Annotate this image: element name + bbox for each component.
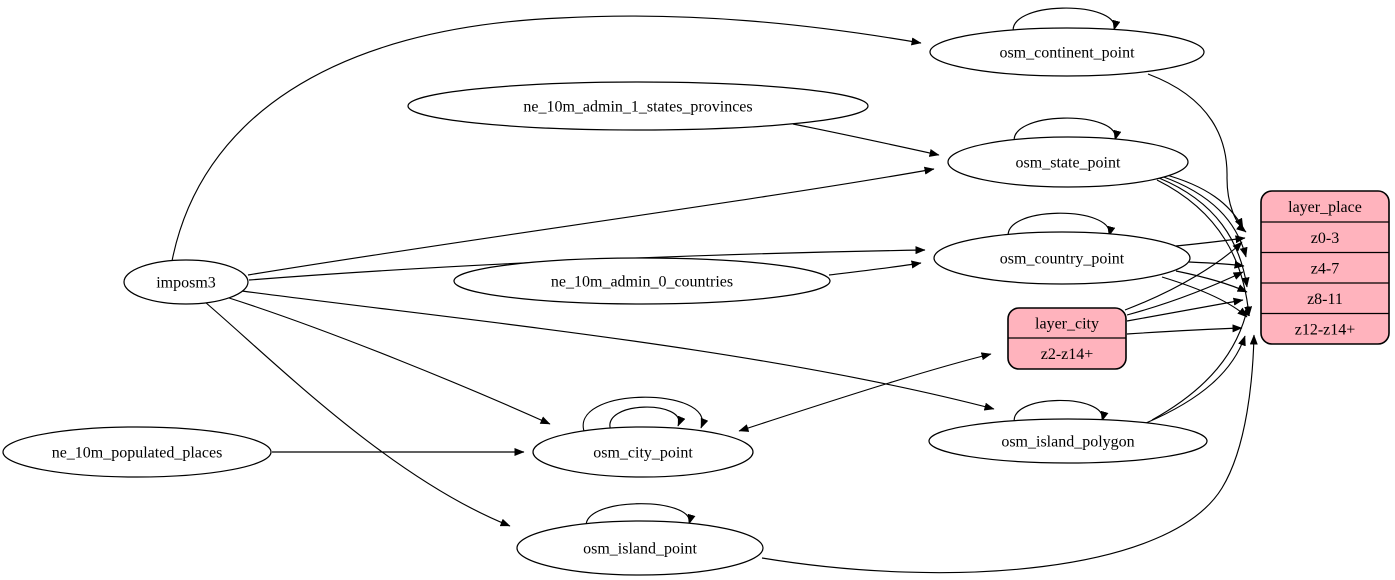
edge-layer_city--layer_place:z0-3 [1124, 241, 1243, 311]
record-row-layer_place-z8-11: z8-11 [1307, 291, 1343, 308]
edge-layer_city--layer_place:z8-11 [1126, 297, 1244, 322]
node-label-ne_10m_populated_places: ne_10m_populated_places [52, 445, 223, 462]
record-layer_place: layer_place z0-3 z4-7 z8-11 z12-z14+ [1260, 190, 1390, 345]
edge-osm_state_point--layer_place:z0-3 [1162, 173, 1244, 229]
edge-osm_state_point--layer_place:z8-11 [1158, 177, 1250, 288]
edge-imposm3--osm_continent_point [171, 15, 922, 262]
node-imposm3: imposm3 [123, 259, 249, 305]
node-label-osm_city_point: osm_city_point [593, 445, 693, 462]
node-label-osm_continent_point: osm_continent_point [999, 45, 1135, 62]
edge-layer_city--layer_place:z12-z14+ [1126, 324, 1243, 335]
edge-osm_country_point--layer_place:z0-3 [1175, 235, 1246, 247]
edge-osm_island_polygon--layer_place:z12-z14+ [1145, 335, 1246, 424]
edge-ne_10m_admin_0_countries--osm_country_point [828, 260, 922, 276]
self-loop-osm_island_point [585, 503, 696, 531]
node-ne_10m_admin_0_countries: ne_10m_admin_0_countries [453, 257, 831, 305]
record-layer_city: layer_city z2-z14+ [1007, 307, 1127, 370]
node-shape-osm_island_point [516, 520, 764, 576]
edge-osm_country_point--layer_place:z4-7 [1188, 260, 1245, 269]
edge-osm_country_point--layer_place:z8-11 [1175, 270, 1248, 293]
node-label-ne_10m_admin_0_countries: ne_10m_admin_0_countries [551, 274, 733, 291]
self-loop-osm_continent_point [1012, 7, 1121, 36]
self-loop-osm_country_point [1007, 212, 1116, 241]
record-row-layer_place-z0-3: z0-3 [1311, 230, 1339, 247]
node-shape-ne_10m_admin_0_countries [453, 257, 831, 305]
edge-layer_city--layer_place:z4-7 [1126, 271, 1244, 316]
node-label-osm_island_point: osm_island_point [583, 541, 697, 558]
edge-imposm3--osm_island_point [204, 301, 511, 527]
node-shape-osm_island_polygon [928, 418, 1208, 464]
node-label-imposm3: imposm3 [156, 275, 216, 292]
edge-osm_city_point--layer_city:z2-z14+ [738, 352, 992, 432]
edge-imposm3--osm_state_point [247, 166, 935, 276]
edge-imposm3--osm_island_polygon [241, 290, 995, 411]
node-label-osm_island_polygon: osm_island_polygon [1001, 434, 1134, 451]
edge-osm_island_point--layer_place:z12-z14+ [761, 334, 1258, 574]
edge-osm_country_point--layer_place:z12-z14+ [1161, 276, 1248, 318]
node-osm_continent_point: osm_continent_point [929, 27, 1205, 77]
self-loop-osm_state_point [1013, 117, 1122, 146]
node-shape-ne_10m_admin_1_states_provinces [407, 81, 869, 131]
node-shape-ne_10m_populated_places [2, 426, 272, 478]
edge-ne_10m_admin_1_states_provinces--osm_state_point [792, 123, 940, 157]
node-osm_island_point: osm_island_point [516, 520, 764, 576]
self-loop-osm_city_point_outer [582, 396, 709, 435]
record-header-layer_place: layer_place [1288, 199, 1362, 216]
node-osm_country_point: osm_country_point [933, 231, 1191, 285]
node-osm_state_point: osm_state_point [947, 136, 1189, 188]
node-osm_island_polygon: osm_island_polygon [928, 418, 1208, 464]
node-label-osm_country_point: osm_country_point [1000, 251, 1125, 268]
node-label-osm_state_point: osm_state_point [1016, 155, 1121, 172]
node-shape-imposm3 [123, 259, 249, 305]
edge-osm_continent_point--layer_place:z0-3 [1147, 73, 1247, 233]
record-shape-layer_place [1260, 190, 1390, 345]
self-loop-osm_island_polygon [1013, 399, 1109, 426]
record-row-layer_place-z4-7: z4-7 [1311, 260, 1339, 277]
node-ne_10m_populated_places: ne_10m_populated_places [2, 426, 272, 478]
node-osm_city_point: osm_city_point [532, 426, 754, 478]
record-header-layer_city: layer_city [1035, 316, 1099, 333]
edge-imposm3--osm_city_point [225, 296, 551, 425]
edge-osm_island_polygon--layer_place:z8-11 [1151, 305, 1250, 421]
node-shape-osm_continent_point [929, 27, 1205, 77]
node-shape-osm_city_point [532, 426, 754, 478]
edge-osm_state_point--layer_place:z12-z14+ [1156, 179, 1253, 317]
node-shape-osm_country_point [933, 231, 1191, 285]
record-row-layer_city-z2-z14+: z2-z14+ [1041, 346, 1094, 363]
node-label-ne_10m_admin_1_states_provinces: ne_10m_admin_1_states_provinces [523, 99, 752, 116]
node-shape-osm_state_point [947, 136, 1189, 188]
self-loop-osm_city_point_inner [609, 406, 686, 432]
node-ne_10m_admin_1_states_provinces: ne_10m_admin_1_states_provinces [407, 81, 869, 131]
record-row-layer_place-z12-z14+: z12-z14+ [1295, 321, 1356, 338]
